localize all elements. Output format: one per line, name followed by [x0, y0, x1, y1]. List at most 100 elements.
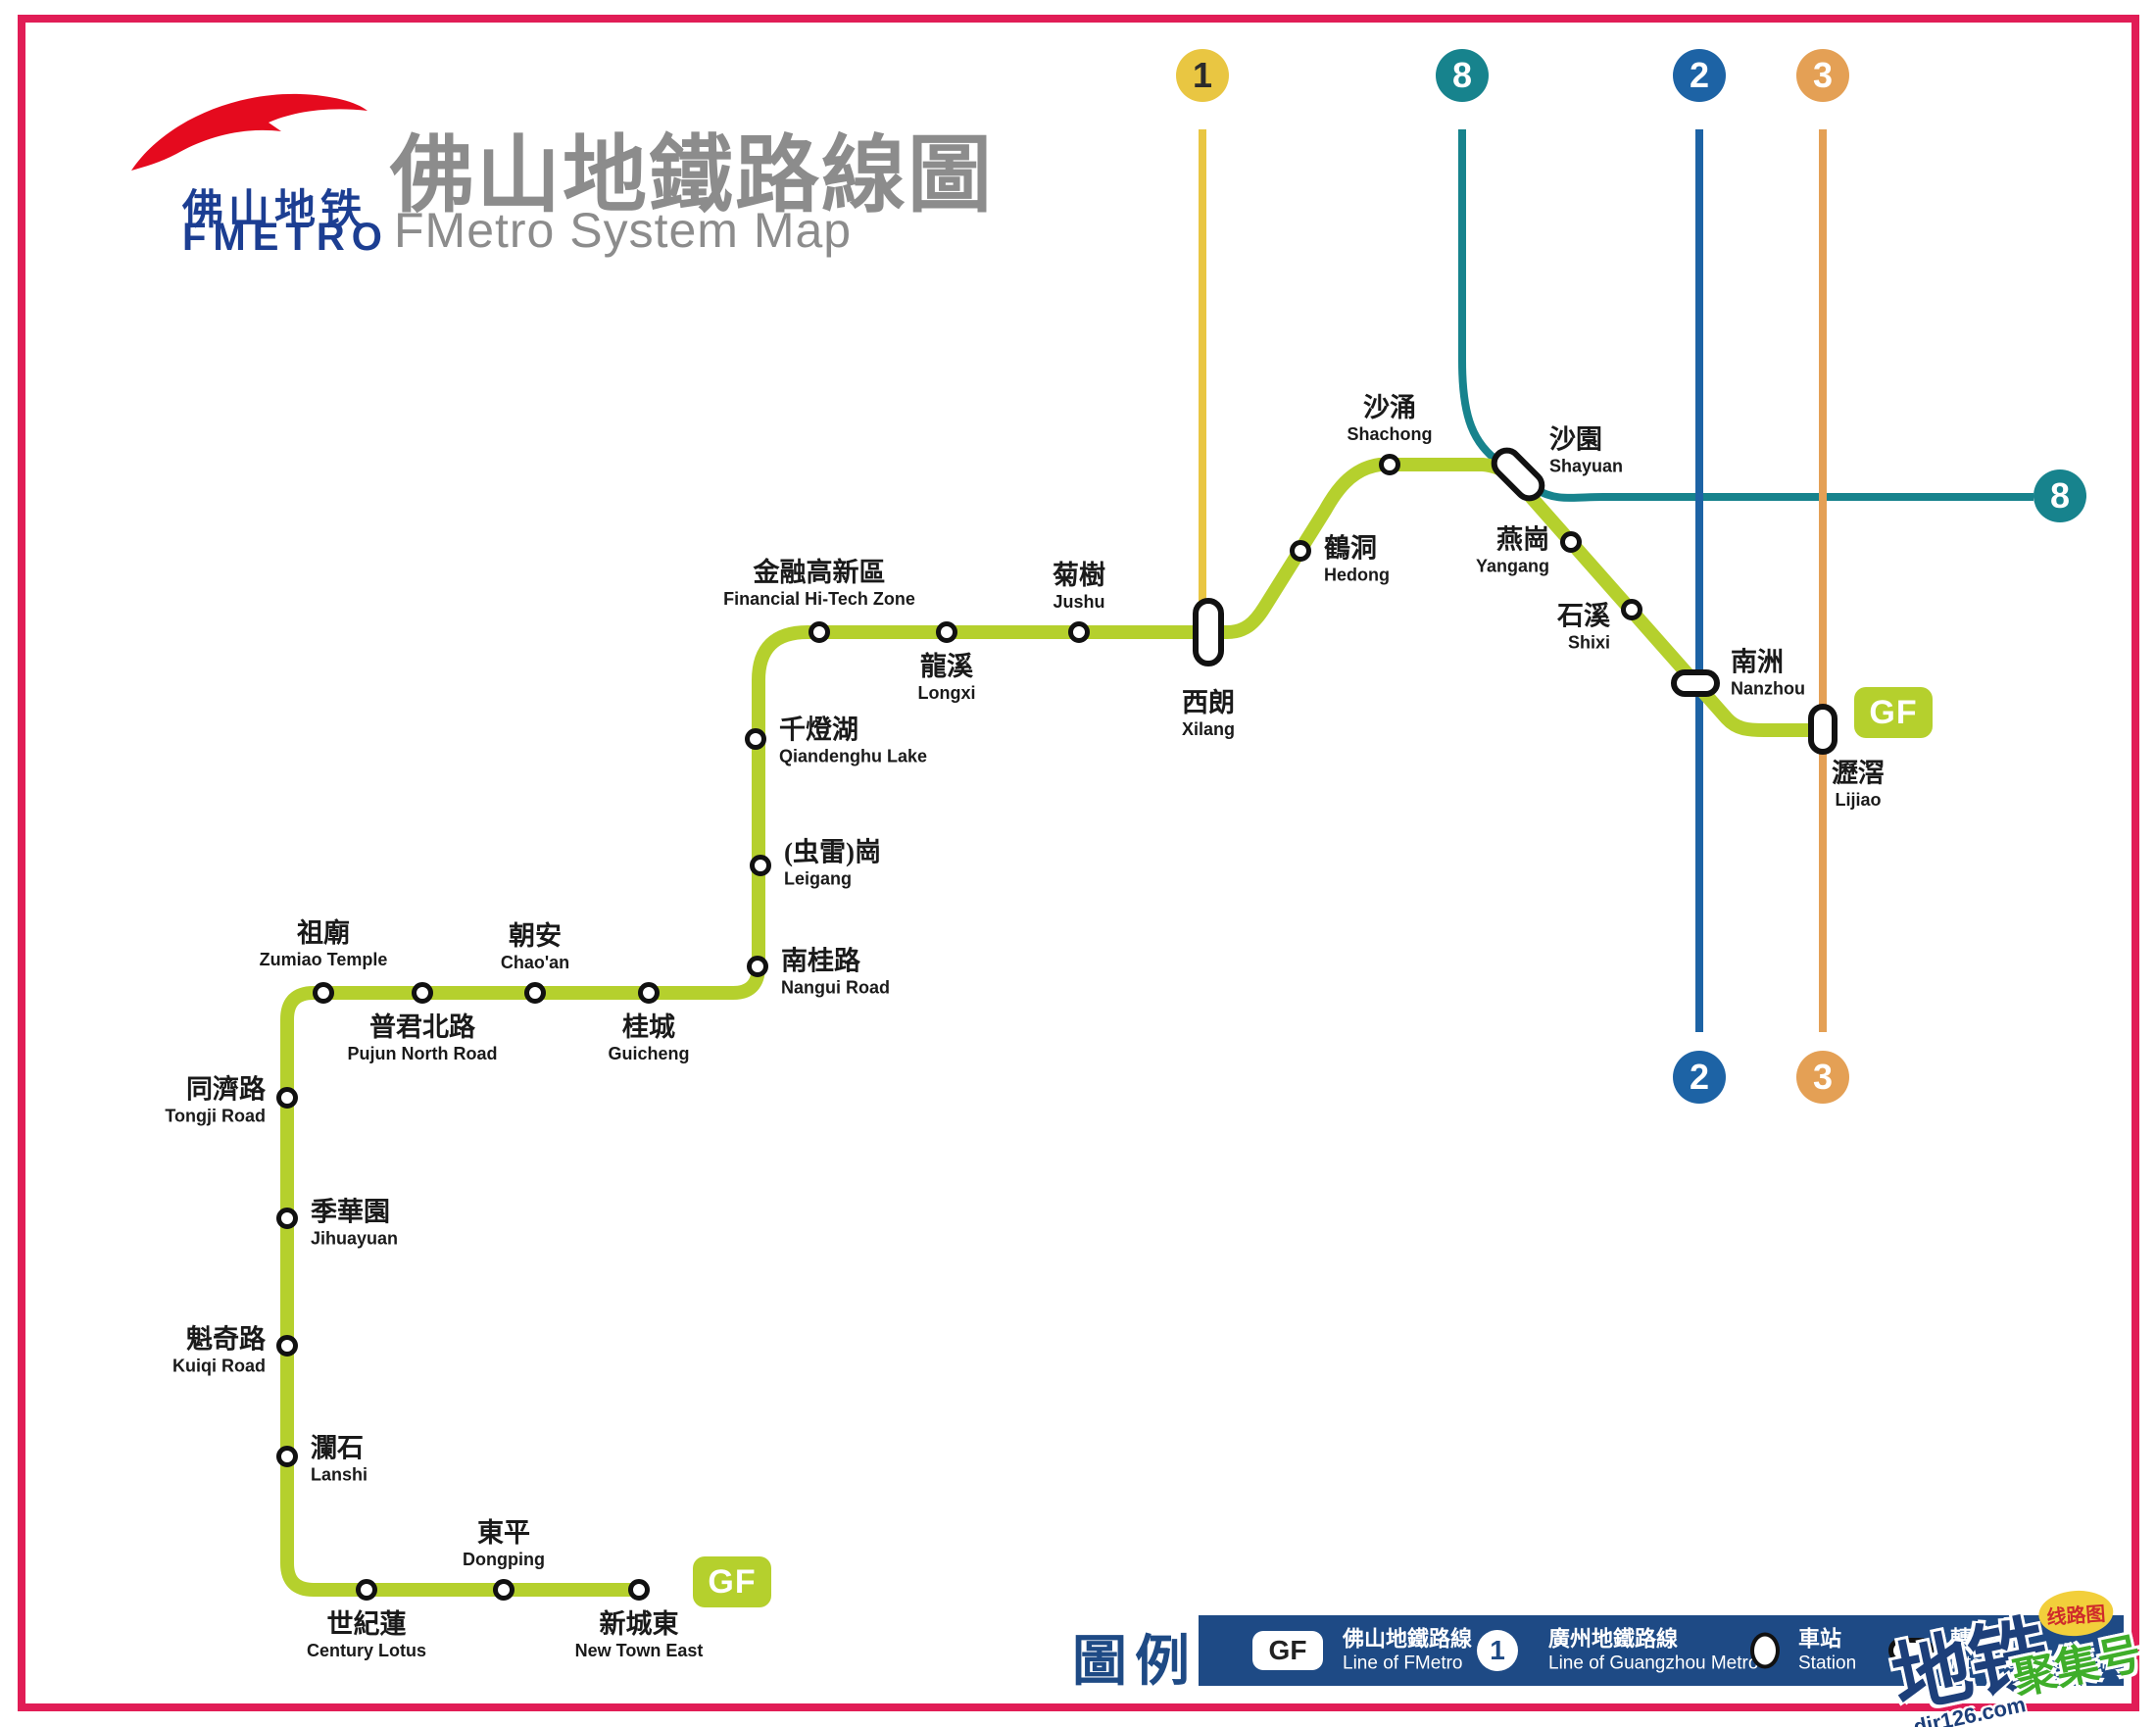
gf-terminus-badge: GF: [1854, 687, 1933, 738]
fmetro-logo-swoosh-icon: [131, 93, 368, 171]
station-name-en: Yangang: [1475, 556, 1549, 576]
station-name-zh: 鶴洞: [1324, 533, 1377, 564]
legend-bar: GF 佛山地鐵路線 Line of FMetro 1 廣州地鐵路線 Line o…: [1199, 1615, 2124, 1686]
station-name-en: Jushu: [1053, 592, 1105, 612]
station-marker: [747, 956, 768, 977]
station-marker: [493, 1579, 514, 1601]
line-number-badge: 3: [1796, 49, 1849, 102]
station-name-en: Hedong: [1324, 565, 1390, 585]
station-marker: [276, 1335, 298, 1357]
line-number-badge: 8: [2034, 469, 2086, 522]
station-marker: [750, 855, 771, 876]
legend-guangzhou-line-label: 廣州地鐵路線 Line of Guangzhou Metro: [1548, 1626, 1759, 1674]
legend-gf-symbol-text: GF: [1268, 1635, 1307, 1665]
station-marker: [276, 1087, 298, 1109]
station-marker: [638, 982, 660, 1004]
station-name-en: Guicheng: [608, 1044, 690, 1063]
station-name-zh: 菊樹: [1053, 561, 1105, 590]
station-name-zh: 沙園: [1549, 424, 1602, 455]
station-label: 祖廟 Zumiao Temple: [260, 918, 388, 970]
station-name-zh: 西朗: [1181, 688, 1235, 717]
station-name-zh: 石溪: [1557, 601, 1610, 631]
gf-terminus-badge: GF: [693, 1556, 771, 1607]
station-marker: [1379, 454, 1400, 475]
station-name-zh: 普君北路: [368, 1012, 475, 1042]
station-label: 朝安 Chao'an: [501, 921, 569, 973]
station-name-en: Lanshi: [311, 1464, 368, 1485]
line-number-badge: 2: [1673, 49, 1726, 102]
legend-interchange-symbol: [1888, 1638, 1934, 1663]
station-name-en: Dongping: [463, 1550, 545, 1569]
station-marker: [276, 1446, 298, 1467]
legend-fmetro-line-symbol: GF: [1252, 1631, 1323, 1670]
legend-station-symbol: [1750, 1632, 1780, 1669]
line-number-badge: 2: [1673, 1051, 1726, 1104]
station-marker: [524, 982, 546, 1004]
fmetro-logo: 佛山地铁 FMETRO: [125, 86, 400, 272]
station-marker: [1068, 621, 1090, 643]
station-name-en: Zumiao Temple: [259, 950, 388, 969]
interchange-marker: [1808, 704, 1838, 755]
station-marker: [628, 1579, 650, 1601]
line-number-badge: 3: [1796, 1051, 1849, 1104]
station-name-en: Leigang: [784, 868, 853, 889]
station-name-en: Tongji Road: [165, 1106, 266, 1126]
interchange-marker: [1671, 669, 1720, 697]
station-name-en: Shixi: [1567, 632, 1610, 653]
station-marker: [356, 1579, 377, 1601]
station-name-zh: 瀝滘: [1832, 759, 1885, 788]
guangzhou-line-8-path: [1458, 129, 2034, 502]
station-name-en: New Town East: [574, 1641, 704, 1660]
station-marker: [313, 982, 334, 1004]
station-name-zh: 祖廟: [297, 918, 350, 948]
station-marker: [1560, 531, 1582, 553]
station-name-zh: 龍溪: [920, 652, 973, 681]
logo-en-text: FMETRO: [182, 216, 389, 259]
station-name-zh: 沙涌: [1362, 393, 1416, 422]
legend-line1-symbol-text: 1: [1490, 1635, 1505, 1665]
station-name-zh: 南洲: [1731, 647, 1784, 677]
station-name-zh: 桂城: [621, 1012, 675, 1042]
station-name-zh: 東平: [476, 1518, 530, 1548]
station-name-en: Chao'an: [500, 953, 570, 972]
station-name-zh: 世紀蓮: [326, 1609, 407, 1639]
station-name-en: Nanzhou: [1731, 678, 1805, 699]
station-name-zh: 同濟路: [186, 1074, 266, 1105]
station-marker: [1290, 540, 1311, 562]
station-marker: [808, 621, 830, 643]
page-title-en: FMetro System Map: [394, 203, 853, 258]
station-name-en: Nangui Road: [781, 977, 890, 998]
station-name-zh: 新城東: [599, 1609, 679, 1639]
station-name-en: Lijiao: [1835, 790, 1882, 810]
station-name-en: Jihuayuan: [311, 1228, 399, 1249]
station-label: 東平 Dongping: [463, 1518, 545, 1570]
line-number-badge: 8: [1436, 49, 1489, 102]
station-name-zh: 瀾石: [311, 1433, 364, 1463]
station-name-zh: 南桂路: [781, 946, 860, 976]
station-marker: [412, 982, 433, 1004]
station-name-zh: 朝安: [508, 921, 562, 951]
station-label: 桂城 Guicheng: [608, 1012, 689, 1064]
legend-guangzhou-line-symbol: 1: [1477, 1630, 1518, 1671]
legend-fmetro-line-label: 佛山地鐵路線 Line of FMetro: [1343, 1626, 1473, 1674]
station-name-en: Xilang: [1181, 719, 1236, 739]
station-name-zh: 季華園: [311, 1197, 390, 1227]
station-marker: [745, 728, 766, 750]
station-name-en: Kuiqi Road: [172, 1356, 266, 1376]
